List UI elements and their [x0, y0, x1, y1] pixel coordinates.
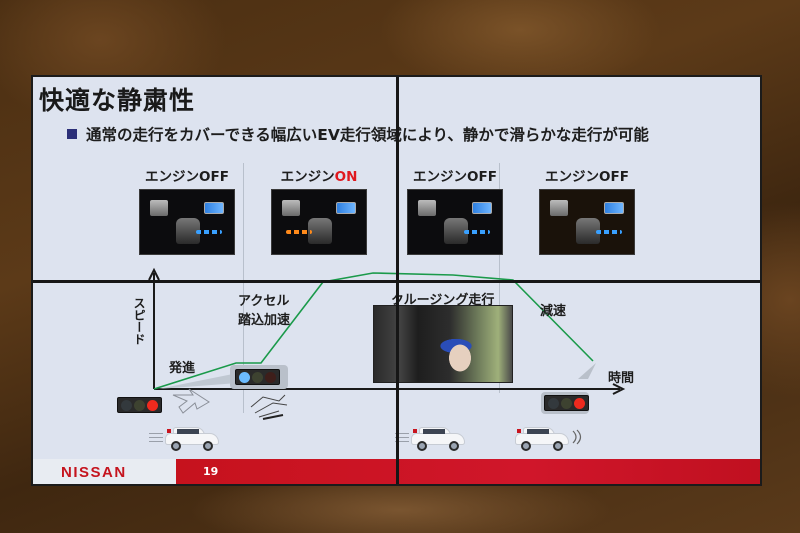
speed-curve [153, 272, 594, 390]
pedal-press-icon [250, 394, 288, 420]
engine-state-2: エンジンON [259, 165, 379, 255]
white-suv-braking-icon [511, 427, 571, 451]
page-number: 19 [203, 465, 219, 478]
engine-power-flow-icon [271, 189, 367, 255]
engine-label: エンジンOFF [545, 169, 629, 185]
engine-label: エンジンOFF [145, 169, 229, 185]
engine-label: エンジンOFF [413, 169, 497, 185]
traffic-signal-red-stop [544, 395, 589, 411]
footer-bar: 19 [176, 459, 760, 484]
nissan-logo: NISSAN [61, 464, 127, 481]
ev-power-flow-icon [407, 189, 503, 255]
regen-power-flow-icon [539, 189, 635, 255]
phase-label-cruise: クルージング走行 [391, 293, 495, 308]
signal-lamp-icon [561, 397, 572, 409]
engine-label: エンジンON [280, 169, 358, 185]
signal-lamp-icon [252, 371, 263, 383]
traffic-signal-go [235, 369, 280, 385]
motion-lines-icon [395, 433, 409, 443]
signal-lamp-icon [134, 399, 145, 411]
signal-lamp-blue-icon [239, 371, 250, 383]
cruising-photo-sleeping-child [373, 305, 513, 383]
engine-state-3: エンジンOFF [395, 165, 515, 255]
signal-lamp-red-icon [147, 399, 158, 411]
traffic-signal-red-start [117, 397, 162, 413]
y-axis-label: スピード [132, 297, 146, 345]
x-axis-label: 時間 [608, 371, 635, 386]
signal-lamp-icon [265, 371, 276, 383]
phase-label-start: 発進 [169, 361, 196, 376]
column-divider [243, 163, 244, 413]
subtitle-row: 通常の走行をカバーできる幅広いEV走行領域により、静かで滑らかな走行が可能 [67, 123, 649, 145]
video-wall-seam-horizontal [33, 280, 760, 283]
footer-logo-area: NISSAN [33, 459, 176, 484]
ev-power-flow-icon [139, 189, 235, 255]
engine-state-4: エンジンOFF [527, 165, 647, 255]
signal-lamp-icon [548, 397, 559, 409]
phase-label-accel-1: アクセル [238, 294, 290, 309]
signal-lamp-red-icon [574, 397, 585, 409]
engine-state-1: エンジンOFF [127, 165, 247, 255]
accelerate-arrow-icon [172, 388, 210, 414]
y-axis-arrow-icon [148, 267, 160, 281]
x-axis-arrow-icon [612, 383, 626, 395]
column-divider [499, 163, 500, 393]
slide-subtitle: 通常の走行をカバーできる幅広いEV走行領域により、静かで滑らかな走行が可能 [86, 126, 649, 144]
motion-lines-icon [149, 433, 163, 443]
presentation-screen: 快適な静粛性 通常の走行をカバーできる幅広いEV走行領域により、静かで滑らかな走… [33, 77, 760, 484]
phase-label-decel: 減速 [540, 304, 567, 319]
speed-time-chart [148, 267, 626, 420]
phase-label-accel-2: 踏込加速 [238, 313, 291, 328]
brake-wave-icon [572, 429, 582, 445]
white-suv-icon [407, 427, 467, 451]
signal-lamp-icon [121, 399, 132, 411]
slide-title: 快適な静粛性 [39, 86, 196, 115]
white-suv-icon [161, 427, 221, 451]
square-bullet-icon [67, 129, 77, 139]
